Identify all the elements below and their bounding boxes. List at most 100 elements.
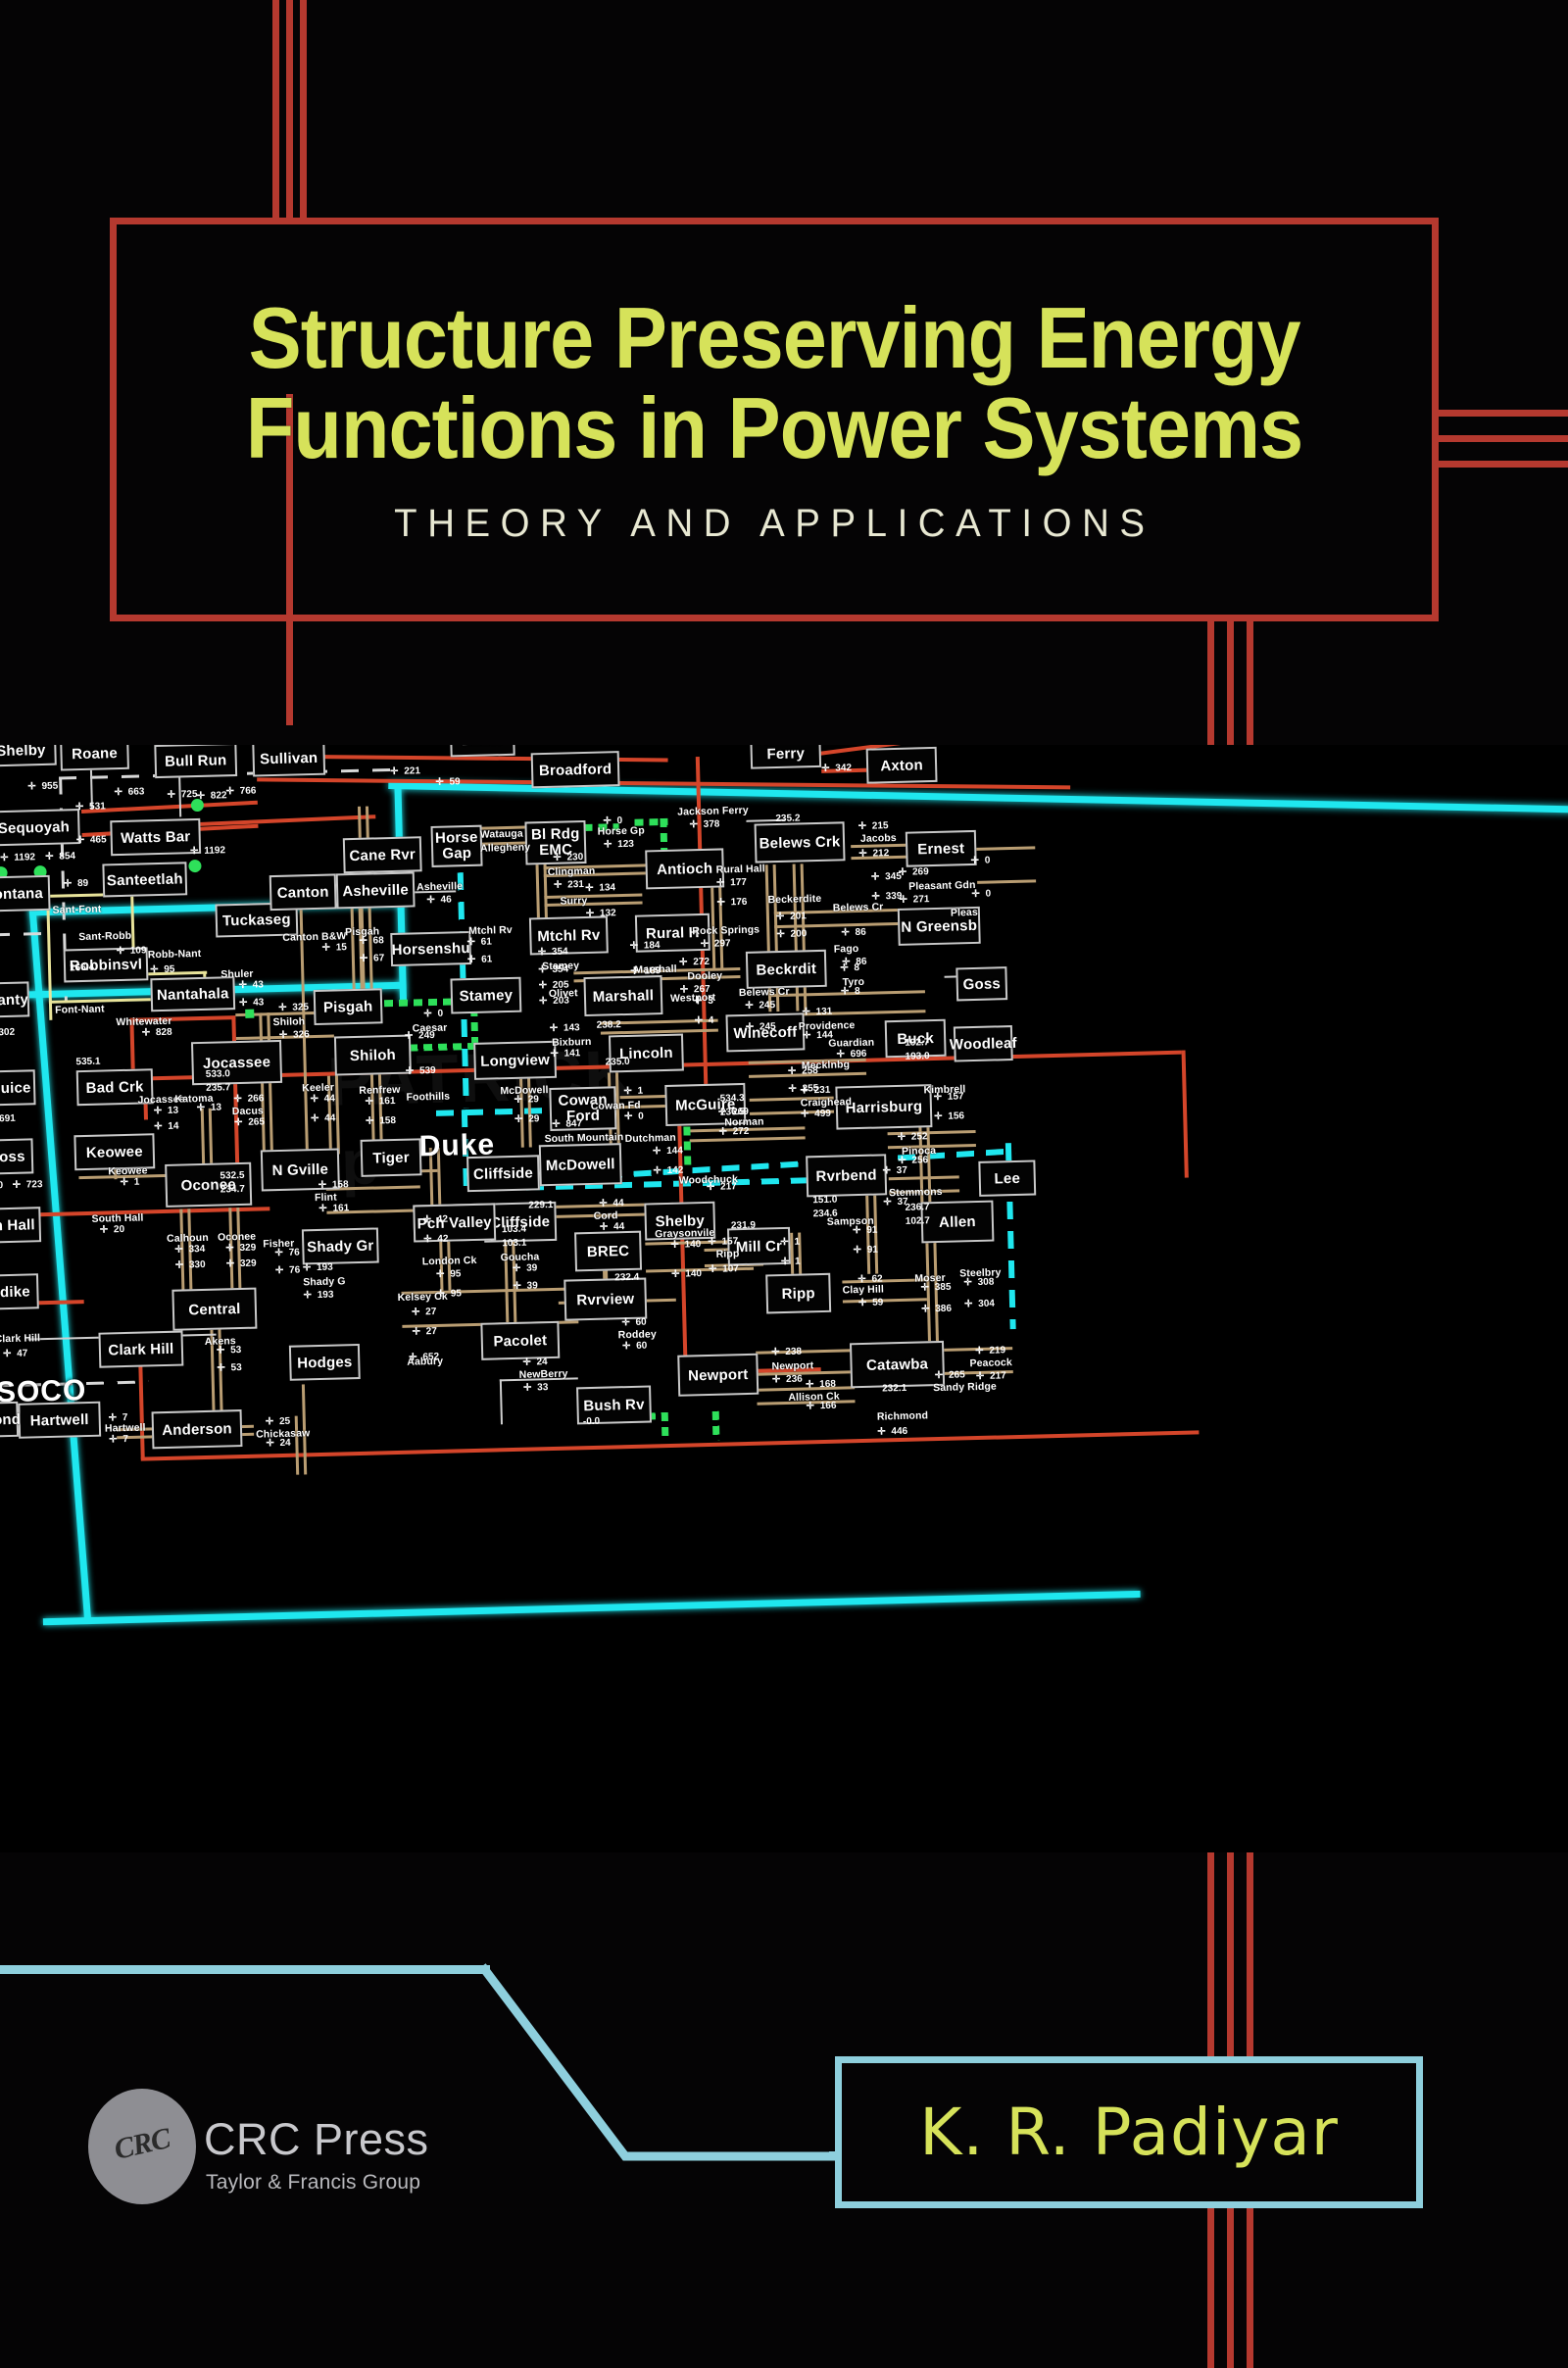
substation-node: Klondike	[0, 1273, 39, 1311]
value-text: 46	[440, 894, 452, 906]
flow-value-with-arrow: ✛ 269	[899, 866, 929, 878]
flow-arrow-icon: ✛	[970, 855, 982, 867]
flow-arrow-icon: ✛	[840, 986, 853, 998]
tanline-h-44	[842, 1298, 927, 1304]
voltage-value: 229.1	[528, 1200, 553, 1211]
branch-label: Ripp	[715, 1248, 740, 1260]
page-subtitle: THEORY AND APPLICATIONS	[393, 502, 1155, 546]
flow-arrow-icon: ✛	[882, 1165, 894, 1177]
tanline-v-7	[267, 1012, 274, 1160]
trace-mid-v2	[1227, 617, 1234, 755]
flow-value-with-arrow: ✛ 13	[154, 1106, 179, 1117]
flow-arrow-icon: ✛	[630, 965, 642, 977]
substation-node: Marshall	[583, 975, 663, 1017]
branch-label: Belews Cr	[832, 901, 884, 914]
flow-value-with-arrow: ✛ 39	[513, 1262, 538, 1274]
flow-arrow-icon: ✛	[858, 1297, 870, 1309]
value-text: 339	[885, 890, 903, 903]
value-text: 24	[536, 1357, 548, 1368]
flow-arrow-icon: ✛	[225, 785, 237, 798]
flow-value-with-arrow: ✛ 123	[604, 839, 634, 851]
substation-node: Baker	[449, 745, 515, 758]
flow-value-with-arrow: ✛ 61	[467, 954, 493, 965]
branch-label: Sant-Robb	[78, 929, 132, 944]
flow-value-with-arrow: ✛ 44	[310, 1094, 335, 1106]
flow-value-with-arrow: ✛ 696	[836, 1049, 866, 1061]
publisher-logo: CRC CRC Press Taylor & Francis Group	[88, 2083, 500, 2210]
flow-value-with-arrow: ✛ 157	[708, 1236, 738, 1248]
flow-value-with-arrow: ✛ 89	[64, 878, 89, 890]
substation-node: Clark Hill	[98, 1330, 184, 1368]
flow-value-with-arrow: ✛ 329	[225, 1243, 256, 1255]
value-text: 229.1	[528, 1199, 554, 1211]
value-text: 158	[331, 1179, 349, 1191]
branch-label: Renfrew	[359, 1083, 401, 1097]
flow-arrow-icon: ✛	[921, 1304, 933, 1315]
value-text: 0	[638, 1110, 644, 1122]
value-text: 230	[566, 852, 584, 863]
value-text: 271	[912, 894, 930, 906]
value-text: 140	[684, 1239, 702, 1251]
flow-arrow-icon: ✛	[538, 979, 550, 992]
flow-arrow-icon: ✛	[141, 1027, 154, 1039]
flow-arrow-icon: ✛	[404, 1030, 416, 1042]
flow-arrow-icon: ✛	[365, 1096, 376, 1108]
value-text: 217	[719, 1181, 737, 1193]
value-text: 95	[450, 1288, 463, 1300]
flow-arrow-icon: ✛	[821, 763, 833, 774]
flow-value-with-arrow: ✛ 46	[426, 894, 452, 906]
flow-arrow-icon: ✛	[678, 957, 691, 968]
flow-arrow-icon: ✛	[603, 815, 614, 827]
value-text: 531	[88, 801, 106, 813]
flow-value-with-arrow: ✛ 43	[238, 979, 264, 991]
branch-label: Font-Nant	[54, 1003, 105, 1016]
flow-value-with-arrow: ✛ 156	[934, 1110, 964, 1122]
flow-value-with-arrow: ✛ 44	[600, 1221, 625, 1233]
value-text: 212	[872, 848, 890, 860]
flow-arrow-icon: ✛	[514, 1094, 525, 1106]
value-text: 828	[155, 1026, 172, 1039]
flow-value-with-arrow: ✛ 95	[150, 964, 175, 976]
flow-value-with-arrow: ✛ 62	[858, 1273, 883, 1285]
value-text: 37	[896, 1164, 907, 1177]
voltage-value: 534.3	[720, 1093, 745, 1105]
voltage-value: 232.4	[614, 1272, 639, 1284]
flow-value-with-arrow: ✛ 304	[964, 1299, 995, 1310]
flow-arrow-icon: ✛	[466, 954, 479, 966]
value-text: 95	[164, 963, 175, 975]
value-text: 465	[89, 834, 107, 846]
value-text: 386	[935, 1303, 953, 1315]
substation-node: Hartwell	[18, 1401, 102, 1439]
flow-arrow-icon: ✛	[933, 1091, 945, 1104]
voltage-value: 535.1	[75, 1057, 100, 1068]
value-text: 102.7	[905, 1215, 931, 1227]
value-text: 217	[989, 1370, 1006, 1382]
substation-node: Sullivan	[252, 745, 326, 777]
value-text: 1	[637, 1085, 644, 1097]
flow-value-with-arrow: ✛ 354	[538, 963, 568, 975]
substation-node: Shady Gr	[301, 1227, 379, 1265]
value-text: 231	[813, 1084, 831, 1097]
flow-value-with-arrow: ✛ 723	[13, 1179, 43, 1191]
value-text: 161	[332, 1203, 350, 1214]
substation-node: Axton	[865, 746, 938, 784]
flow-arrow-icon: ✛	[389, 765, 402, 777]
flow-value-with-arrow: ✛ 272	[718, 1126, 749, 1138]
flow-arrow-icon: ✛	[599, 1198, 611, 1209]
flow-value-with-arrow: ✛ 76	[274, 1247, 300, 1258]
value-text: 1500	[0, 1180, 4, 1192]
value-text: 29	[527, 1094, 540, 1106]
branch-label: Bixburn	[551, 1035, 592, 1049]
flow-value-with-arrow: ✛ 158	[366, 1115, 396, 1127]
flow-value-with-arrow: ✛ 339	[871, 891, 902, 903]
flow-value-with-arrow: ✛ 201	[776, 911, 807, 922]
flow-arrow-icon: ✛	[310, 1093, 321, 1106]
tanline-v-20	[294, 1415, 300, 1475]
branch-label: Richmond	[876, 1409, 929, 1423]
value-text: 533.0	[205, 1068, 231, 1080]
branch-label: Surry	[560, 894, 588, 908]
flow-value-with-arrow: ✛ 193	[303, 1262, 333, 1274]
